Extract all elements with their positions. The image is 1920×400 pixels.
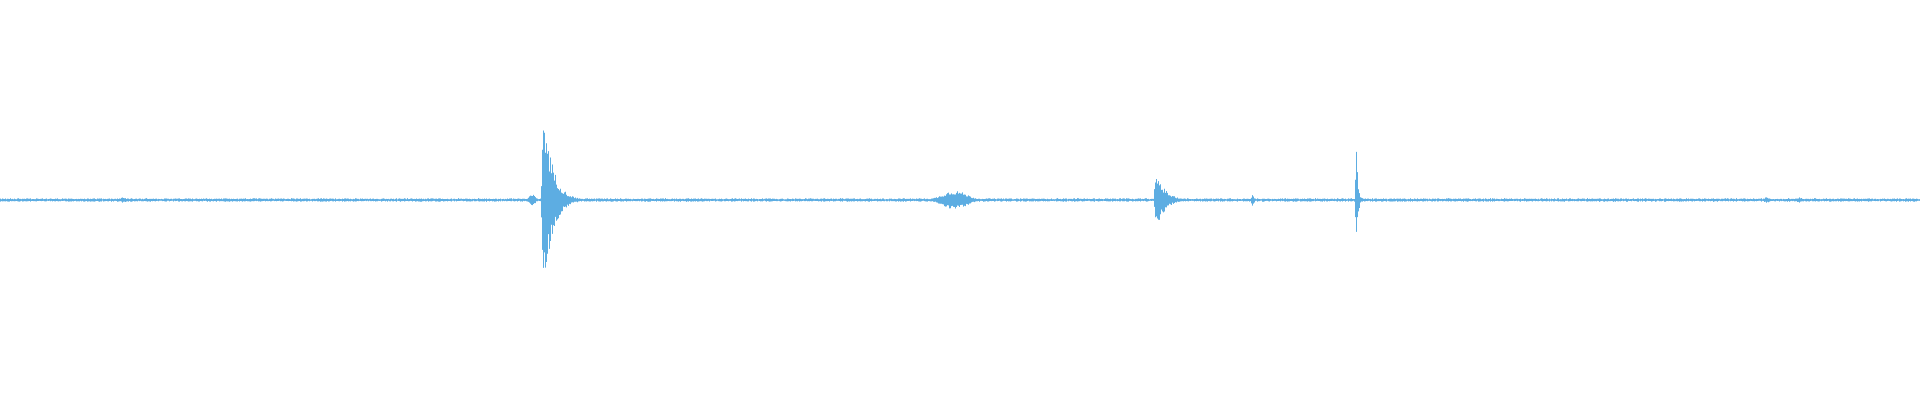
waveform-signal [0,130,1920,268]
